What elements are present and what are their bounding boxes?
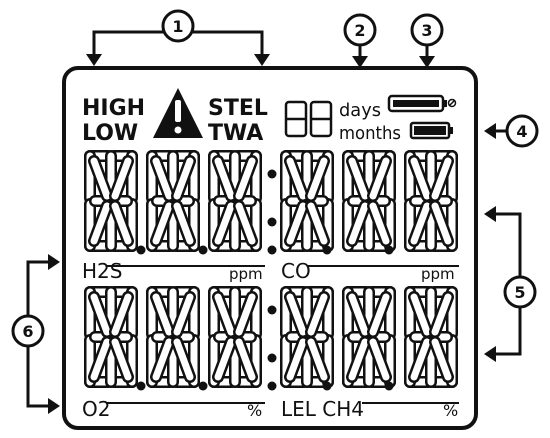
callout-4: 4 xyxy=(484,114,539,148)
lel-unit: % xyxy=(443,401,458,420)
callout-1-bracket: 1 xyxy=(86,9,270,66)
decimal-dot-13 xyxy=(267,381,277,391)
digit-rows xyxy=(84,150,458,391)
segment-digit-8 xyxy=(208,286,262,388)
co-unit: ppm xyxy=(421,265,455,283)
segment-digit-9 xyxy=(280,286,334,388)
decimal-dot-10 xyxy=(384,381,394,391)
segment-digit-5 xyxy=(404,150,458,252)
decimal-dot-9 xyxy=(322,381,332,391)
warning-triangle-icon xyxy=(153,88,203,138)
low-label: LOW xyxy=(82,121,138,146)
callout-2: 2 xyxy=(343,13,377,68)
segment-digit-4 xyxy=(342,150,396,252)
decimal-dot-4 xyxy=(267,169,277,179)
decimal-dot-3 xyxy=(384,245,394,255)
callout-5-bracket: 5 xyxy=(484,206,537,362)
battery-small-icon xyxy=(409,121,453,140)
callout-6-label: 6 xyxy=(22,322,33,341)
decimal-dot-12 xyxy=(267,353,277,363)
segment-digit-2 xyxy=(208,150,262,252)
segment-digit-11 xyxy=(404,286,458,388)
months-label: months xyxy=(339,123,401,144)
twa-label: TWA xyxy=(208,121,263,146)
segment-digit-10 xyxy=(342,286,396,388)
callout-1-label: 1 xyxy=(172,17,183,36)
callout-5-label: 5 xyxy=(514,283,525,302)
decimal-dot-6 xyxy=(267,245,277,255)
co-label: CO xyxy=(281,259,311,283)
segment-digit-3 xyxy=(280,150,334,252)
segment-digit-7 xyxy=(146,286,200,388)
callout-3-label: 3 xyxy=(421,21,432,40)
o2-unit: % xyxy=(247,401,262,420)
callout-4-label: 4 xyxy=(516,122,527,141)
decimal-dot-5 xyxy=(267,217,277,227)
decimal-dot-0 xyxy=(136,245,146,255)
decimal-dot-11 xyxy=(267,305,277,315)
callout-6-bracket: 6 xyxy=(11,254,60,414)
decimal-dot-7 xyxy=(136,381,146,391)
callout-2-label: 2 xyxy=(354,21,365,40)
decimal-dot-2 xyxy=(322,245,332,255)
segment-digit-6 xyxy=(84,286,138,388)
lel-label: LEL CH4 xyxy=(281,397,364,421)
h2s-unit: ppm xyxy=(229,265,263,283)
h2s-label: H2S xyxy=(82,259,122,283)
callout-3: 3 xyxy=(410,13,444,68)
days-months-counter-icon xyxy=(284,100,333,138)
stel-label: STEL xyxy=(208,96,268,121)
high-label: HIGH xyxy=(82,96,145,121)
battery-full-icon xyxy=(387,94,457,113)
days-label: days xyxy=(339,100,381,121)
o2-label: O2 xyxy=(82,397,110,421)
decimal-dot-8 xyxy=(198,381,208,391)
decimal-dot-1 xyxy=(198,245,208,255)
segment-digit-1 xyxy=(146,150,200,252)
segment-digit-0 xyxy=(84,150,138,252)
